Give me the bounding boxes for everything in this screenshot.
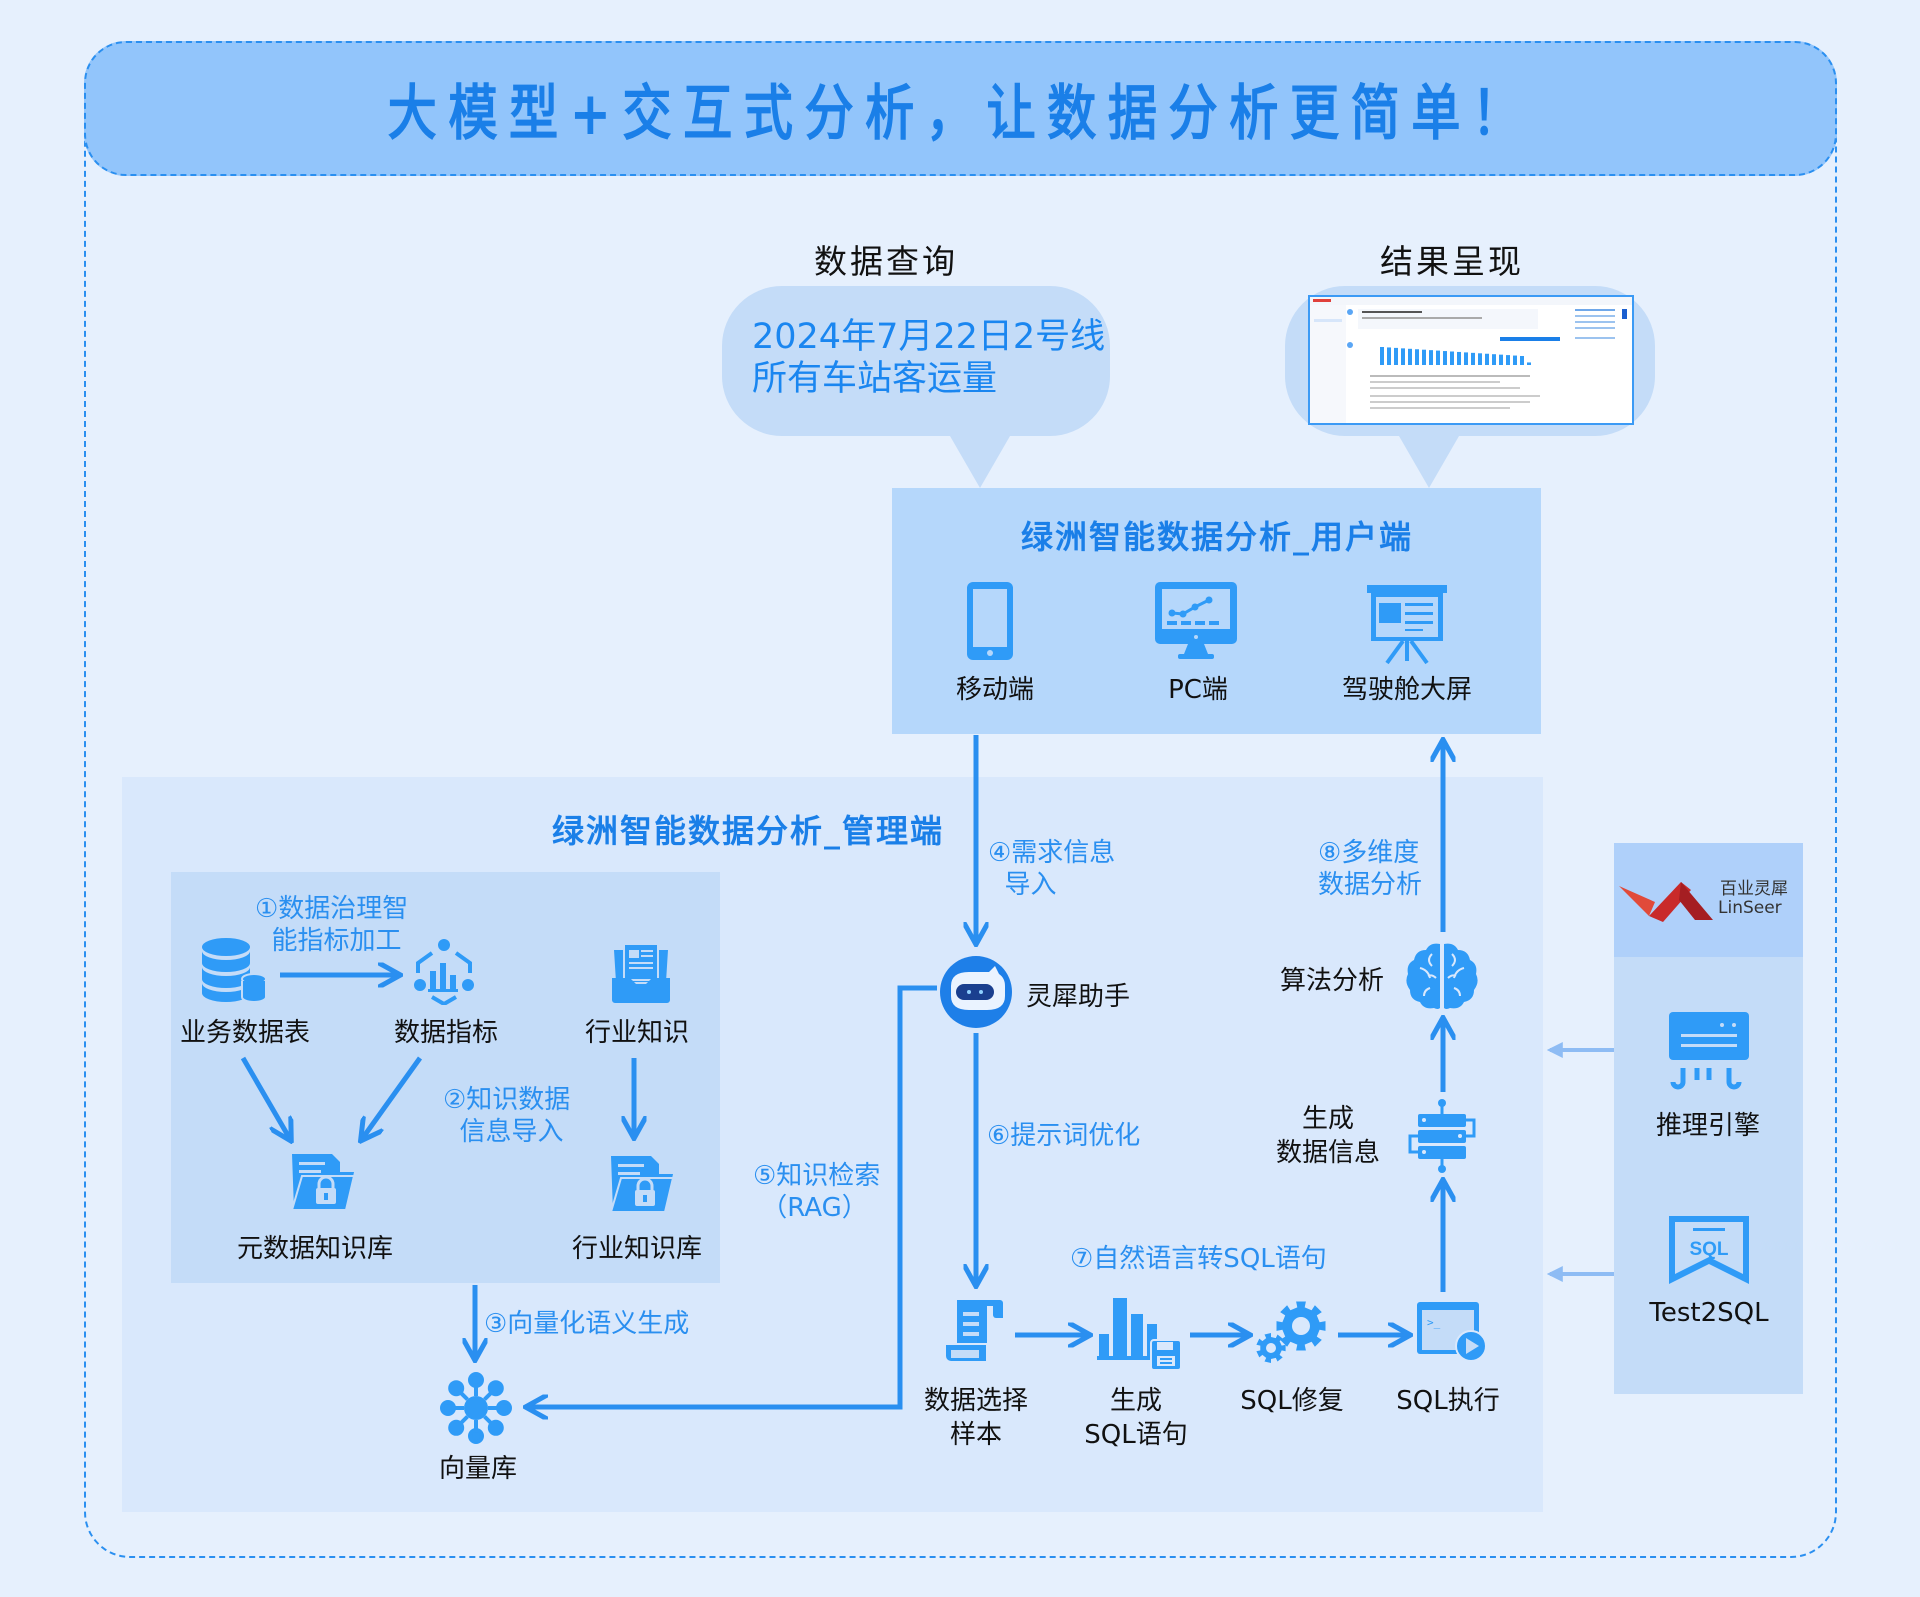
generate-data-info-icon <box>1408 1099 1476 1173</box>
node-industry-kb: 行业知识库 <box>571 1234 703 1264</box>
arrow-metrics-to-metadata-kb <box>362 1056 423 1139</box>
thumb-bar <box>1422 349 1426 365</box>
assistant-robot-icon <box>940 956 1012 1028</box>
svg-text:>_: >_ <box>1427 1316 1441 1329</box>
svg-text:SQL: SQL <box>1689 1239 1728 1260</box>
step-6-label: ⑥提示词优化 <box>987 1121 1141 1151</box>
client-label-cockpit: 驾驶舱大屏 <box>1341 675 1473 705</box>
result-thumbnail <box>1308 295 1634 425</box>
thumb-bar <box>1436 350 1440 365</box>
node-generate-data-info: 生成 数据信息 <box>1275 1104 1381 1168</box>
thumb-bar <box>1464 352 1468 365</box>
data-sample-scroll-icon <box>944 1300 1003 1363</box>
step-8-label: ⑧多维度 数据分析 <box>1318 838 1423 900</box>
node-sql-fix: SQL修复 <box>1240 1386 1344 1416</box>
linseer-logo-area: 百业灵犀 LinSeer <box>1614 843 1803 957</box>
step-4-label: ④需求信息 导入 <box>988 838 1116 900</box>
thumb-bar <box>1485 353 1489 365</box>
thumb-bar <box>1520 356 1524 365</box>
query-bubble <box>722 286 1110 436</box>
query-bubble-tail <box>950 436 1010 488</box>
node-data-metrics: 数据指标 <box>393 1018 499 1048</box>
thumb-bar <box>1471 352 1475 365</box>
thumb-bar <box>1408 348 1412 365</box>
thumb-bar <box>1450 351 1454 365</box>
thumb-bar <box>1443 351 1447 365</box>
thumb-bar <box>1415 349 1419 365</box>
thumb-bar <box>1499 354 1503 365</box>
client-label-mobile: 移动端 <box>955 675 1035 705</box>
arrow-tables-to-metadata-kb <box>240 1056 290 1139</box>
node-industry-knowledge: 行业知识 <box>584 1018 690 1048</box>
thumb-bar <box>1492 354 1496 365</box>
query-text: 2024年7月22日2号线 所有车站客运量 <box>752 317 1106 399</box>
inference-engine-icon <box>1669 1012 1749 1090</box>
page-title: 大模型+交互式分析，让数据分析更简单！ <box>388 79 1533 149</box>
thumb-bar <box>1394 347 1398 365</box>
header-banner: 大模型+交互式分析，让数据分析更简单！ <box>84 41 1837 176</box>
database-icon <box>202 938 267 1003</box>
data-metrics-icon <box>414 939 474 1005</box>
thumb-bar <box>1380 347 1384 365</box>
sql-fix-gears-icon <box>1256 1301 1326 1363</box>
user-end-title: 绿洲智能数据分析_用户端 <box>1020 518 1414 556</box>
node-vector-db: 向量库 <box>438 1454 518 1484</box>
thumb-bar <box>1457 351 1461 365</box>
mobile-phone-icon <box>967 582 1013 660</box>
metadata-kb-icon <box>290 1154 356 1211</box>
linseer-brand-en: LinSeer <box>1718 898 1782 918</box>
step-2-label: ②知识数据 信息导入 <box>443 1085 571 1147</box>
thumb-bar <box>1387 347 1391 365</box>
thumb-bar <box>1401 348 1405 365</box>
arrow-assistant-rag-to-vector-db <box>528 985 937 1407</box>
thumb-bar <box>1513 355 1517 365</box>
generate-sql-chart-icon <box>1097 1298 1182 1370</box>
node-business-tables: 业务数据表 <box>179 1018 311 1048</box>
node-algo-analysis: 算法分析 <box>1279 966 1385 996</box>
step-1-label: ①数据治理智 能指标加工 <box>255 894 409 956</box>
industry-kb-icon <box>609 1156 675 1213</box>
linseer-logo-icon <box>1619 882 1713 922</box>
node-sql-exec: SQL执行 <box>1396 1386 1500 1416</box>
thumb-bar <box>1429 350 1433 365</box>
presentation-board-icon <box>1367 585 1447 665</box>
algorithm-brain-icon <box>1406 943 1478 1009</box>
node-data-sample: 数据选择 样本 <box>923 1386 1029 1450</box>
client-label-pc: PC端 <box>1168 675 1228 705</box>
thumb-bar <box>1478 353 1482 365</box>
thumb-bar <box>1527 362 1531 365</box>
result-section-label: 结果呈现 <box>1380 242 1524 281</box>
step-7-label: ⑦自然语言转SQL语句 <box>1070 1244 1327 1274</box>
node-generate-sql: 生成 SQL语句 <box>1084 1386 1188 1450</box>
result-bubble-tail <box>1399 436 1459 488</box>
linseer-item-inference-label: 推理引擎 <box>1655 1111 1761 1141</box>
vector-db-icon <box>440 1372 512 1444</box>
linseer-brand-cn: 百业灵犀 <box>1720 879 1788 899</box>
result-screenshot-graphic <box>1310 297 1632 423</box>
step-3-label: ③向量化语义生成 <box>484 1309 690 1339</box>
sql-exec-terminal-icon: >_ <box>1417 1302 1487 1362</box>
node-metadata-kb: 元数据知识库 <box>236 1234 394 1264</box>
sql-ribbon-icon: SQL <box>1669 1216 1749 1284</box>
thumb-bar <box>1506 355 1510 365</box>
desktop-monitor-icon <box>1155 582 1237 659</box>
query-section-label: 数据查询 <box>814 242 958 281</box>
management-end-title: 绿洲智能数据分析_管理端 <box>551 812 945 850</box>
industry-knowledge-icon <box>612 943 670 1003</box>
node-assistant: 灵犀助手 <box>1025 982 1131 1012</box>
step-5-label: ⑤知识检索 （RAG） <box>753 1161 881 1223</box>
linseer-item-test2sql-label: Test2SQL <box>1649 1298 1769 1328</box>
